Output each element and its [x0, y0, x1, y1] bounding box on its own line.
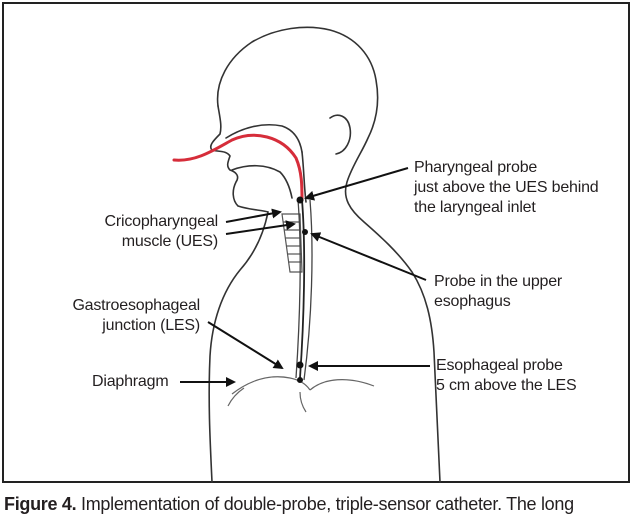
gastroesophageal-line-2: junction (LES)	[50, 316, 200, 336]
upper-probe-line-2: esophagus	[434, 292, 562, 312]
cricopharyngeal-line-1: Cricopharyngeal	[84, 212, 218, 232]
gastroesophageal-label: Gastroesophageal junction (LES)	[50, 296, 200, 336]
arrow-upper-probe	[312, 234, 426, 280]
upper-probe-line-1: Probe in the upper	[434, 272, 562, 292]
esophageal-probe-label: Esophageal probe 5 cm above the LES	[436, 356, 577, 396]
cricopharyngeal-label: Cricopharyngeal muscle (UES)	[84, 212, 218, 252]
mouth-cavity	[232, 166, 292, 198]
neck-front	[209, 212, 268, 482]
cricopharyngeal-line-2: muscle (UES)	[84, 232, 218, 252]
arrow-gastro	[208, 322, 282, 368]
face-profile	[211, 106, 268, 212]
pharyngeal-sensor	[297, 197, 304, 204]
esophageal-probe-line-1: Esophageal probe	[436, 356, 577, 376]
diaphragm-label: Diaphragm	[92, 372, 168, 392]
pharyngeal-probe-line-2: just above the UES behind	[414, 178, 598, 198]
figure-caption: Figure 4. Implementation of double-probe…	[4, 492, 574, 516]
arrow-crico-1	[226, 212, 280, 222]
pharyngeal-probe-line-3: the laryngeal inlet	[414, 198, 598, 218]
pharyngeal-probe-label: Pharyngeal probe just above the UES behi…	[414, 158, 598, 218]
upper-esophagus-sensor	[302, 229, 308, 235]
esophageal-sensor	[297, 362, 304, 369]
figure-number: Figure 4.	[4, 494, 76, 514]
gastroesophageal-line-1: Gastroesophageal	[50, 296, 200, 316]
diaphragm-text: Diaphragm	[92, 372, 168, 392]
ear-outline	[330, 115, 350, 154]
arrow-pharyngeal	[306, 168, 408, 198]
pharyngeal-probe-line-1: Pharyngeal probe	[414, 158, 598, 178]
les-sensor	[297, 377, 303, 383]
caption-text: Implementation of double-probe, triple-s…	[76, 494, 573, 514]
upper-probe-label: Probe in the upper esophagus	[434, 272, 562, 312]
esophageal-probe-line-2: 5 cm above the LES	[436, 376, 577, 396]
